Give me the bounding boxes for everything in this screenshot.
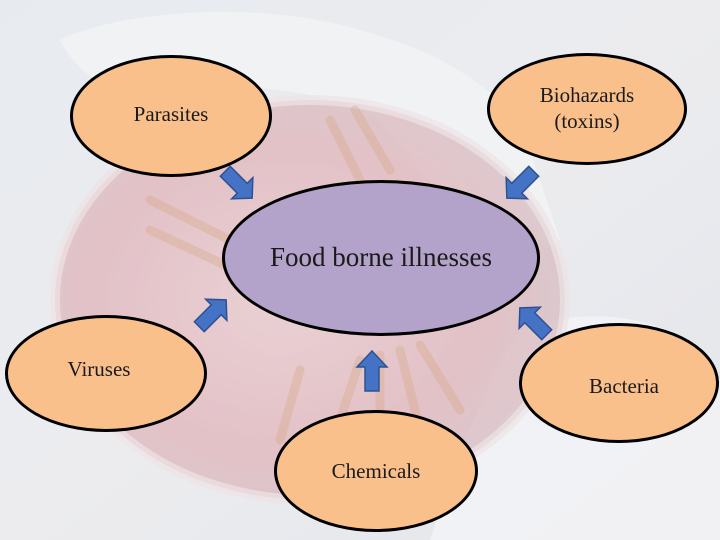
node-viruses-label: Viruses — [67, 357, 131, 381]
node-parasites: Parasites — [70, 55, 272, 177]
node-bacteria-label: Bacteria — [589, 374, 659, 398]
node-bacteria: Bacteria — [519, 323, 719, 443]
arrow-up-left-icon — [518, 306, 553, 341]
arrow-up-icon — [355, 349, 389, 392]
node-biohazards-label-line2: (toxins) — [554, 109, 620, 134]
arrow-biohazards-to-center — [505, 165, 540, 200]
arrow-down-left-icon — [505, 165, 540, 200]
node-chemicals-label: Chemicals — [331, 459, 421, 483]
node-biohazards-label-line1: Biohazards — [539, 83, 635, 107]
arrow-parasites-to-center — [219, 165, 254, 200]
node-viruses: Viruses — [5, 315, 207, 432]
center-label: Food borne illnesses — [270, 242, 492, 273]
arrow-viruses-to-center — [193, 298, 228, 333]
arrow-up-right-icon — [193, 298, 228, 333]
node-biohazards: Biohazards (toxins) — [487, 53, 687, 165]
center-node-food-borne-illnesses: Food borne illnesses — [222, 180, 540, 336]
node-parasites-label: Parasites — [133, 101, 209, 126]
arrow-chemicals-to-center — [355, 349, 389, 392]
arrow-down-right-icon — [219, 165, 254, 200]
node-chemicals: Chemicals — [274, 410, 478, 532]
arrow-bacteria-to-center — [518, 306, 553, 341]
